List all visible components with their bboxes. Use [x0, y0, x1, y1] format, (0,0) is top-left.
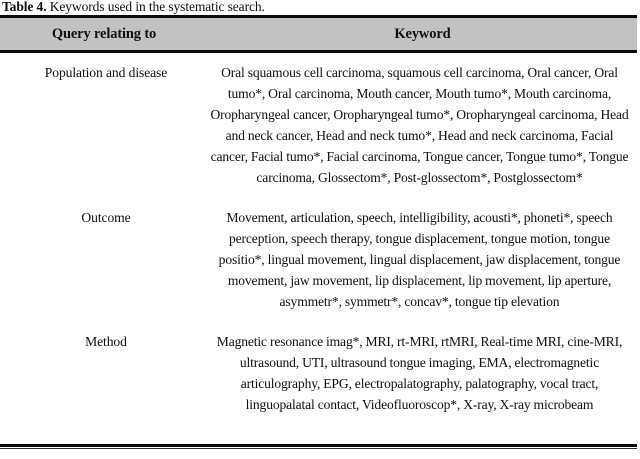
- cell-query: Method: [85, 334, 127, 349]
- caption-text: Keywords used in the systematic search.: [46, 0, 265, 14]
- table-row: Population and disease Oral squamous cel…: [0, 53, 637, 188]
- table-row: Method Magnetic resonance imag*, MRI, rt…: [0, 312, 637, 415]
- table-bottom-rule: [0, 444, 637, 449]
- caption-label: Table 4.: [2, 0, 47, 14]
- cell-query: Population and disease: [44, 65, 168, 80]
- cell-keyword: Magnetic resonance imag*, MRI, rt-MRI, r…: [216, 334, 623, 412]
- table-header-row: Query relating to Keyword: [0, 15, 637, 53]
- column-header-query: Query relating to: [51, 25, 157, 42]
- cell-keyword: Movement, articulation, speech, intellig…: [218, 210, 621, 309]
- table-row: Outcome Movement, articulation, speech, …: [0, 188, 637, 312]
- table-body: Population and disease Oral squamous cel…: [0, 53, 637, 415]
- cell-keyword: Oral squamous cell carcinoma, squamous c…: [210, 65, 629, 185]
- cell-query: Outcome: [81, 210, 131, 225]
- table-caption: Table 4. Keywords used in the systematic…: [2, 0, 638, 14]
- column-header-keyword: Keyword: [394, 25, 451, 42]
- table-header-band: [0, 15, 637, 53]
